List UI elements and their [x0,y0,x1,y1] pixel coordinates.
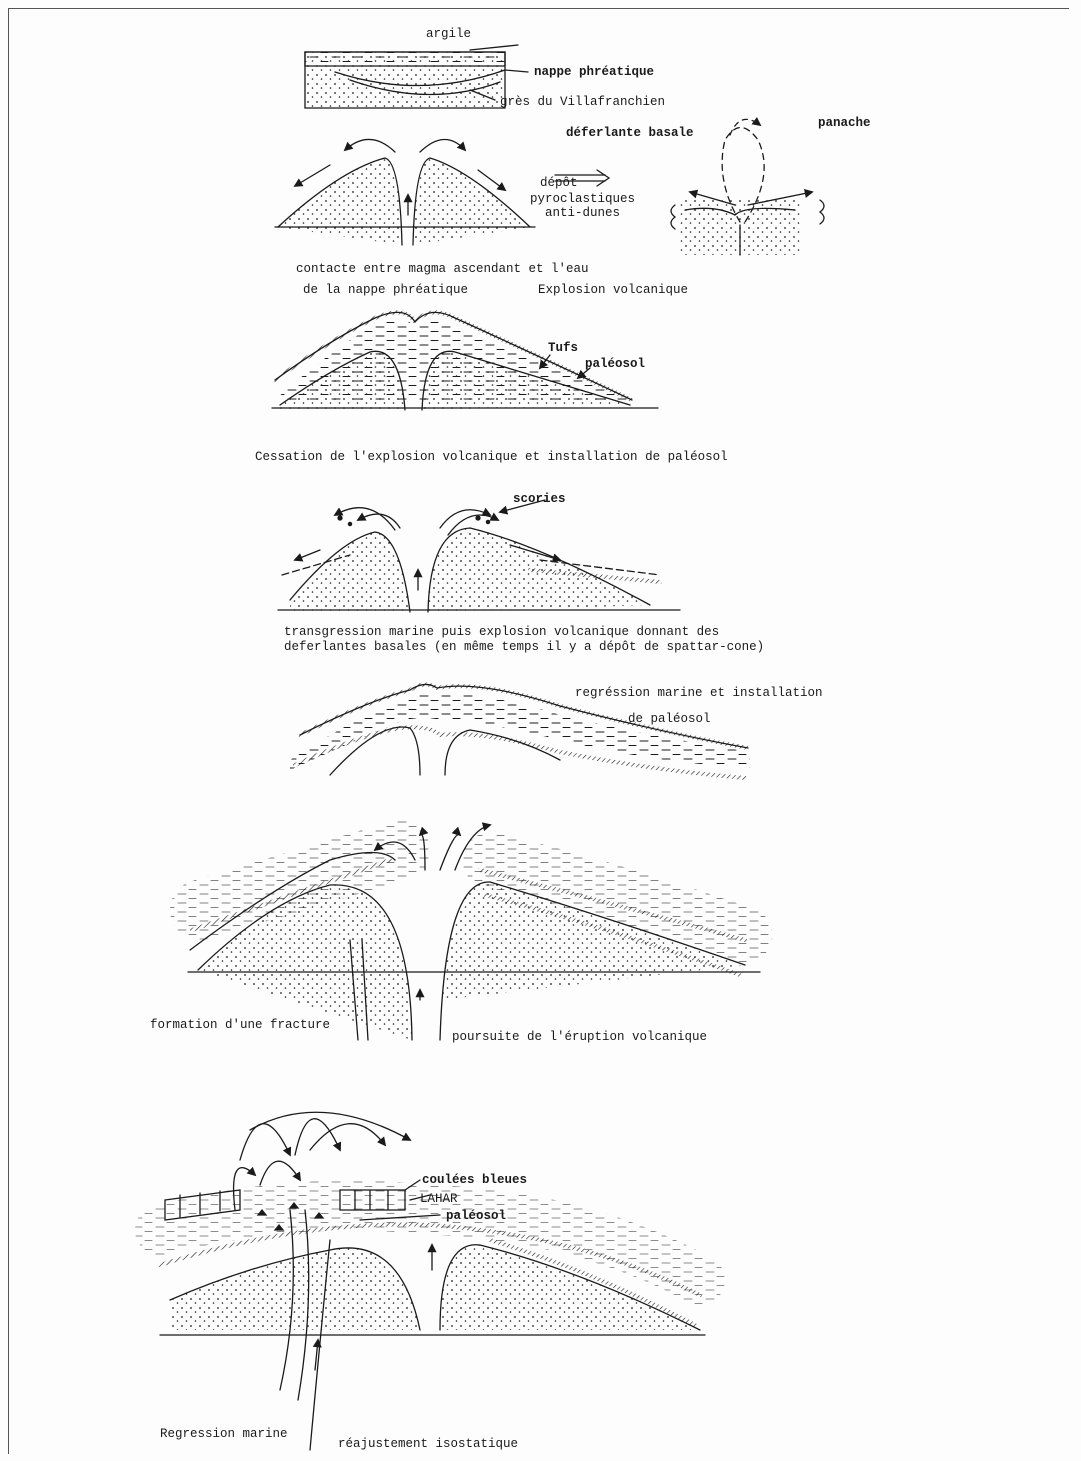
caption-explosion-volcanique: Explosion volcanique [538,284,688,297]
caption-contact-magma: contacte entre magma ascendant et l'eau [296,263,589,276]
label-panache: panache [818,117,871,130]
label-nappe-phreatique: nappe phréatique [534,66,654,79]
label-deferlante-basale: déferlante basale [566,127,694,140]
label-pyroclastiques: pyroclastiques [530,193,635,206]
label-gres-villafranchien: grès du Villafranchien [500,96,665,109]
panel-2-plume [671,119,824,255]
label-lahar: LAHAR [420,1193,458,1206]
label-reajustement-isostatique: réajustement isostatique [338,1438,518,1451]
caption-cessation: Cessation de l'explosion volcanique et i… [255,451,728,464]
caption-nappe: de la nappe phréatique [303,284,468,297]
caption-transgression-2: deferlantes basales (en même temps il y … [284,641,764,654]
label-formation-fracture: formation d'une fracture [150,1019,330,1032]
label-regression-marine: Regression marine [160,1428,288,1441]
label-paleosol-7: paléosol [446,1210,506,1223]
panel-7-cone [160,1112,705,1450]
caption-transgression-1: transgression marine puis explosion volc… [284,626,719,639]
label-argile: argile [426,28,471,41]
caption-regression-2: de paléosol [628,713,711,726]
panel-1-strata [305,45,528,108]
panel-6-cone [188,825,760,1040]
label-paleosol-3: paléosol [585,358,645,371]
label-anti-dunes: anti-dunes [545,207,620,220]
label-depot: dépôt [540,177,578,190]
label-poursuite-eruption: poursuite de l'éruption volcanique [452,1031,707,1044]
panel-4-cone [278,500,680,612]
label-coulees-bleues: coulées bleues [422,1174,527,1187]
caption-regression-1: regréssion marine et installation [575,687,823,700]
label-tufs: Tufs [548,342,578,355]
label-scories: scories [513,493,566,506]
